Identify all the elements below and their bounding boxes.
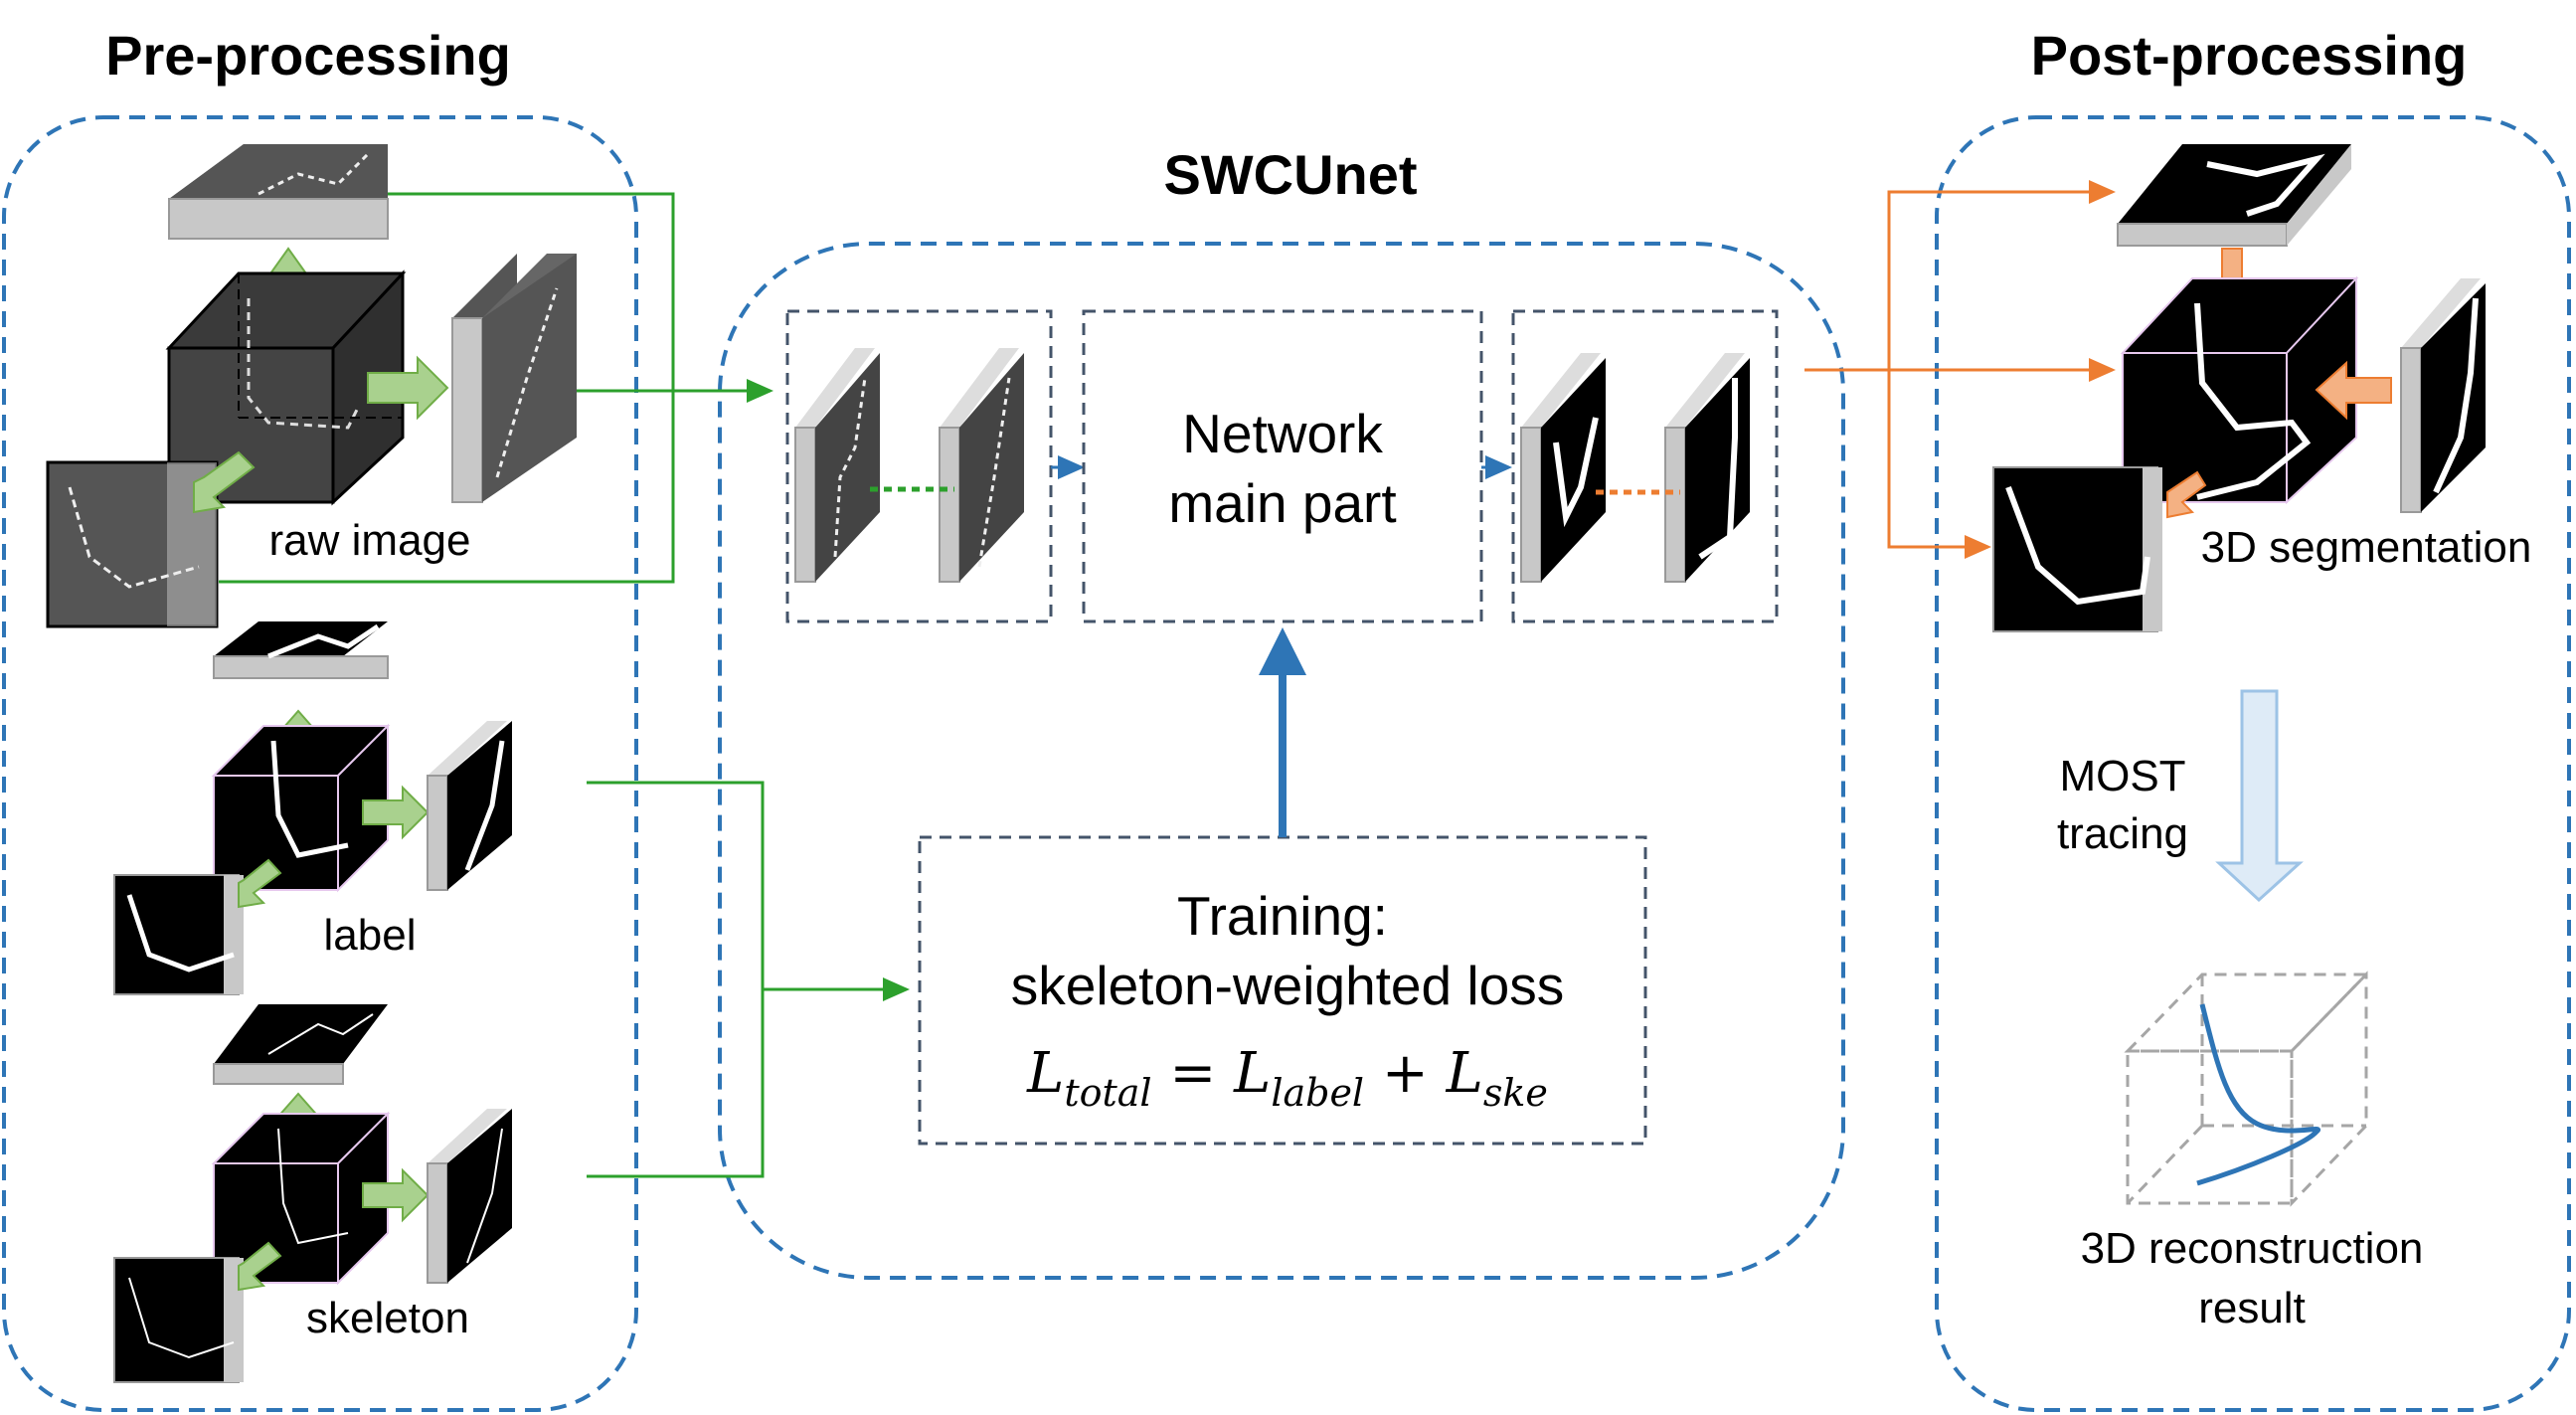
reconstruction-cube — [2124, 971, 2370, 1207]
output-feature-maps — [1520, 353, 1750, 583]
most-tracing-line2: tracing — [2057, 809, 2188, 858]
input-feature-maps — [794, 348, 1024, 583]
network-line1: Network — [1182, 403, 1383, 464]
output-feature-box — [1511, 309, 1779, 623]
most-tracing-line1: MOST — [2059, 752, 2185, 800]
training-line1: Training: — [1177, 885, 1388, 947]
green-flow-connectors — [219, 192, 910, 1178]
reconstruction-line1: 3D reconstruction — [2081, 1224, 2424, 1273]
reconstruction-trace — [2196, 1003, 2321, 1186]
segmentation-label: 3D segmentation — [2201, 523, 2532, 572]
orange-flow-connectors — [1804, 180, 2116, 559]
pre-processing-region — [2, 115, 638, 1412]
pre-processing-title: Pre-processing — [105, 24, 511, 87]
most-tracing-arrow — [2215, 689, 2304, 903]
training-line2: skeleton-weighted loss — [1011, 955, 1564, 1016]
label-label: label — [324, 911, 417, 960]
loss-formula: Ltotal = Llabel + Lske — [1026, 1041, 1548, 1115]
segmentation-volume — [1992, 144, 2486, 632]
swcunet-region — [718, 242, 1845, 1280]
post-processing-title: Post-processing — [2031, 24, 2468, 87]
network-line2: main part — [1168, 472, 1396, 534]
raw-image-label: raw image — [269, 516, 471, 565]
label-volume — [113, 621, 512, 995]
skeleton-label: skeleton — [306, 1294, 469, 1342]
network-main-box — [1082, 309, 1483, 623]
swcunet-title: SWCUnet — [1163, 143, 1417, 206]
raw-image-volume — [46, 144, 577, 628]
skeleton-volume — [113, 1004, 512, 1383]
post-processing-region — [1935, 115, 2571, 1412]
reconstruction-line2: result — [2198, 1284, 2306, 1332]
